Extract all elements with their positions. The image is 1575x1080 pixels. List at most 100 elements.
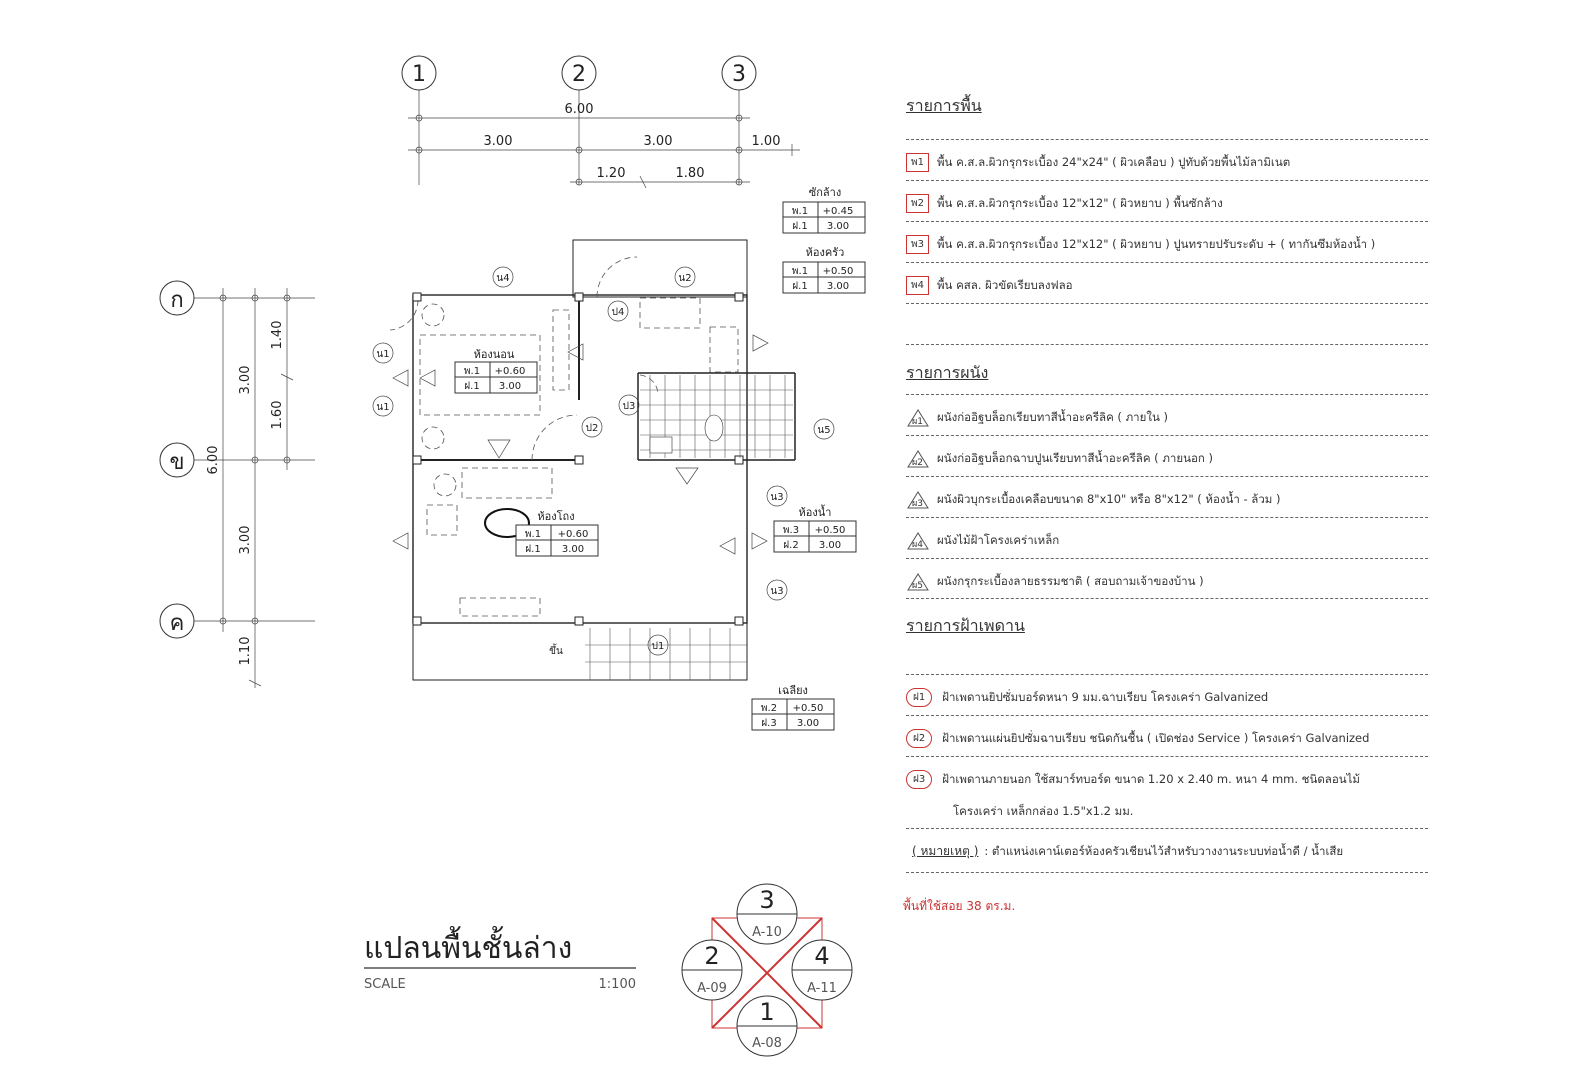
stair-up-label: ขึ้น [549, 643, 563, 657]
legend-text: พื้น คสล. ผิวขัดเรียบลงฟลอ [936, 277, 1073, 292]
legend-row: พ2 พื้น ค.ส.ล.ผิวกรุกระเบื้อง 12"x12" ( … [906, 194, 1426, 213]
floor-level: +0.60 [495, 366, 526, 377]
dim-left-total: 6.00 [206, 446, 221, 475]
legend-text: ผนังผิวบุกระเบื้องเคลือบขนาด 8"x10" หรือ… [937, 492, 1281, 506]
dim-top-a: 3.00 [484, 134, 513, 149]
ceiling-code: ฝ.1 [525, 544, 540, 555]
scale-value: 1:100 [599, 977, 636, 992]
legend-row-continued: โครงเคร่า เหล็กกล่อง 1.5"x1.2 มม. [953, 803, 1473, 821]
legend-text: ฝ้าเพดานภายนอก ใช้สมาร์ทบอร์ด ขนาด 1.20 … [942, 771, 1360, 786]
floor-level: +0.60 [558, 529, 589, 540]
floor-legend-title: รายการพื้น [906, 96, 982, 115]
wall-type-icon [907, 491, 929, 509]
dim-top-e: 1.80 [676, 166, 705, 181]
legend-row: พ3 พื้น ค.ส.ล.ผิวกรุกระเบื้อง 12"x12" ( … [906, 235, 1426, 254]
wall-code: ผ3 [912, 499, 923, 509]
floor-code: พ.2 [761, 703, 777, 714]
legend-row: ฝ1 ฝ้าเพดานยิปซั่มบอร์ดหนา 9 มม.ฉาบเรียบ… [906, 688, 1426, 707]
wall-type-icon [907, 409, 929, 427]
ceiling-height: 3.00 [797, 718, 819, 729]
legend-row: ฝ3 ฝ้าเพดานภายนอก ใช้สมาร์ทบอร์ด ขนาด 1.… [906, 770, 1426, 789]
floor-code: พ.1 [525, 529, 541, 540]
wall-type-icon [907, 573, 929, 591]
window-tag-n2: น2 [678, 273, 691, 284]
dim-left-c: 1.40 [270, 321, 285, 350]
legend-text: ฝ้าเพดานยิปซั่มบอร์ดหนา 9 มม.ฉาบเรียบ โค… [942, 689, 1269, 704]
room-name: เฉลียง [778, 684, 808, 697]
window-tag-n3: น3 [770, 586, 783, 597]
section-sheet: A-10 [752, 925, 782, 940]
legend-row: พ1 พื้น ค.ส.ล.ผิวกรุกระเบื้อง 24"x24" ( … [906, 153, 1426, 172]
grid-row-1: ก [170, 288, 183, 313]
door-tag-p3: ป3 [623, 401, 636, 412]
room-tag-laundry: ซักล้าง พ.1 +0.45 ฝ.1 3.00 [782, 186, 866, 234]
floor-level: +0.45 [823, 206, 854, 217]
window-tag-n4: น4 [496, 273, 509, 284]
divider [906, 303, 1428, 304]
legend-text: ผนังก่ออิฐบล็อกเรียบทาสีน้ำอะครีลิค ( ภา… [937, 410, 1168, 424]
wall-code: ผ5 [912, 581, 923, 591]
wall-code: ผ2 [912, 458, 923, 468]
note-label: ( หมายเหตุ ) [912, 844, 979, 858]
divider [906, 262, 1428, 263]
legend-row: ฝ2 ฝ้าเพดานแผ่นยิปซั่มฉาบเรียบ ชนิดกันชื… [906, 729, 1426, 748]
legend-text: พื้น ค.ส.ล.ผิวกรุกระเบื้อง 12"x12" ( ผิว… [936, 236, 1376, 251]
scale-label: SCALE [364, 977, 406, 992]
legend-row: พ4 พื้น คสล. ผิวขัดเรียบลงฟลอ [906, 276, 1426, 295]
window-tag-n3: น3 [770, 492, 783, 503]
door-swings [389, 256, 659, 461]
section-marker: 3 A-10 2 A-09 4 A-11 1 A-08 [681, 883, 853, 1057]
divider [906, 476, 1428, 477]
dim-left-b: 3.00 [238, 526, 253, 555]
grid-col-1: 1 [412, 62, 426, 87]
divider [906, 828, 1428, 829]
room-name: ห้องนอน [474, 348, 515, 361]
section-num: 2 [704, 942, 719, 970]
ceiling-code-oval: ฝ2 [906, 729, 933, 748]
ceiling-height: 3.00 [499, 381, 521, 392]
dim-left-a: 3.00 [238, 366, 253, 395]
wall-type-markers [392, 334, 769, 555]
building-walls [412, 239, 796, 681]
ceiling-code: ฝ.1 [464, 381, 479, 392]
ceiling-code-oval: ฝ1 [906, 688, 933, 707]
floor-code-box: พ3 [906, 235, 929, 254]
section-num: 1 [759, 998, 774, 1026]
divider [906, 435, 1428, 436]
room-name: ห้องน้ำ [799, 504, 832, 519]
ceiling-code: ฝ.1 [792, 281, 807, 292]
furniture [419, 297, 739, 617]
usable-area: พื้นที่ใช้สอย 38 ตร.ม. [903, 899, 1016, 913]
legend-text: ฝ้าเพดานแผ่นยิปซั่มฉาบเรียบ ชนิดกันชื้น … [942, 730, 1370, 745]
legend-text: ผนังก่ออิฐบล็อกฉาบปูนเรียบทาสีน้ำอะครีลิ… [937, 451, 1213, 465]
legend-row: ผ2 ผนังก่ออิฐบล็อกฉาบปูนเรียบทาสีน้ำอะคร… [906, 449, 1426, 469]
dim-top-total: 6.00 [565, 102, 594, 117]
drawing-title: แปลนพื้นชั้นล่าง [364, 926, 572, 966]
ceiling-code-oval: ฝ3 [906, 770, 933, 789]
grid-col-2: 2 [572, 62, 586, 87]
ceiling-height: 3.00 [827, 281, 849, 292]
dim-top-c: 1.00 [752, 134, 781, 149]
legend-row: ผ4 ผนังไม้ฝ้าโครงเคร่าเหล็ก [906, 531, 1426, 551]
wall-type-icon [907, 450, 929, 468]
legend-row: ผ5 ผนังกรุกระเบื้องลายธรรมชาติ ( สอบถามเ… [906, 572, 1426, 592]
ceiling-code: ฝ.1 [792, 221, 807, 232]
ceiling-height: 3.00 [819, 540, 841, 551]
legend-text: พื้น ค.ส.ล.ผิวกรุกระเบื้อง 12"x12" ( ผิว… [936, 195, 1223, 210]
floor-level: +0.50 [815, 525, 846, 536]
floor-code: พ.1 [792, 206, 808, 217]
legend-row: ผ1 ผนังก่ออิฐบล็อกเรียบทาสีน้ำอะครีลิค (… [906, 408, 1426, 428]
divider [906, 139, 1428, 140]
floor-code-box: พ2 [906, 194, 929, 213]
floor-code: พ.3 [783, 525, 799, 536]
dim-left-d: 1.60 [270, 401, 285, 430]
door-tag-p4: ป4 [612, 307, 625, 318]
divider [906, 558, 1428, 559]
divider [906, 394, 1428, 395]
ceiling-height: 3.00 [827, 221, 849, 232]
window-tags: น1 น1 น2 น3 น3 น4 น5 ป1 ป2 ป3 ป4 ขึ้น [372, 266, 835, 657]
door-tag-p1: ป1 [652, 641, 665, 652]
room-tag-bedroom: ห้องนอน พ.1 +0.60 ฝ.1 3.00 [454, 348, 538, 394]
floor-code-box: พ4 [906, 276, 929, 295]
divider [906, 715, 1428, 716]
